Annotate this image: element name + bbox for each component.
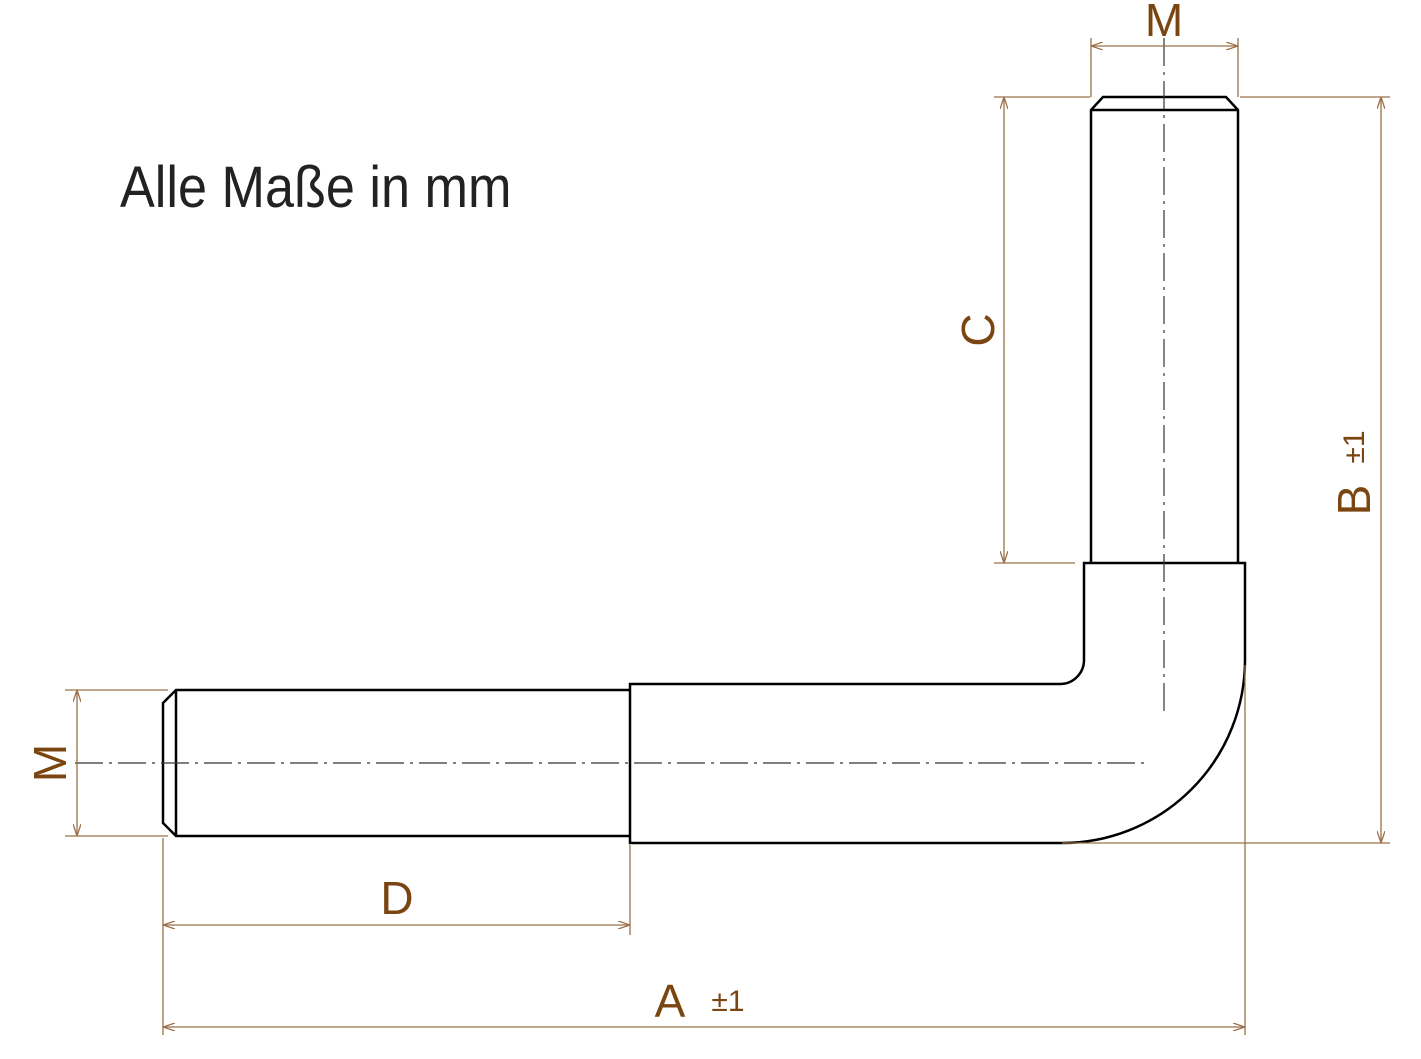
label-d: D	[380, 872, 413, 924]
dimension-m-top: M	[1090, 0, 1239, 97]
dimension-m-side: M	[24, 689, 168, 837]
units-note: Alle Maße in mm	[120, 154, 511, 219]
label-b: B	[1328, 485, 1380, 516]
dimension-d: D	[162, 838, 631, 935]
label-c: C	[952, 313, 1004, 346]
dimension-a: A ±1	[162, 665, 1246, 1035]
label-m-top: M	[1145, 0, 1183, 46]
dimension-b: B ±1	[1062, 96, 1390, 844]
label-m-side: M	[24, 744, 76, 782]
dimension-c: C	[952, 96, 1090, 564]
bend-body	[628, 561, 1247, 845]
label-b-tolerance: ±1	[1338, 430, 1371, 463]
label-a-tolerance: ±1	[711, 985, 744, 1018]
label-a: A	[655, 975, 686, 1027]
